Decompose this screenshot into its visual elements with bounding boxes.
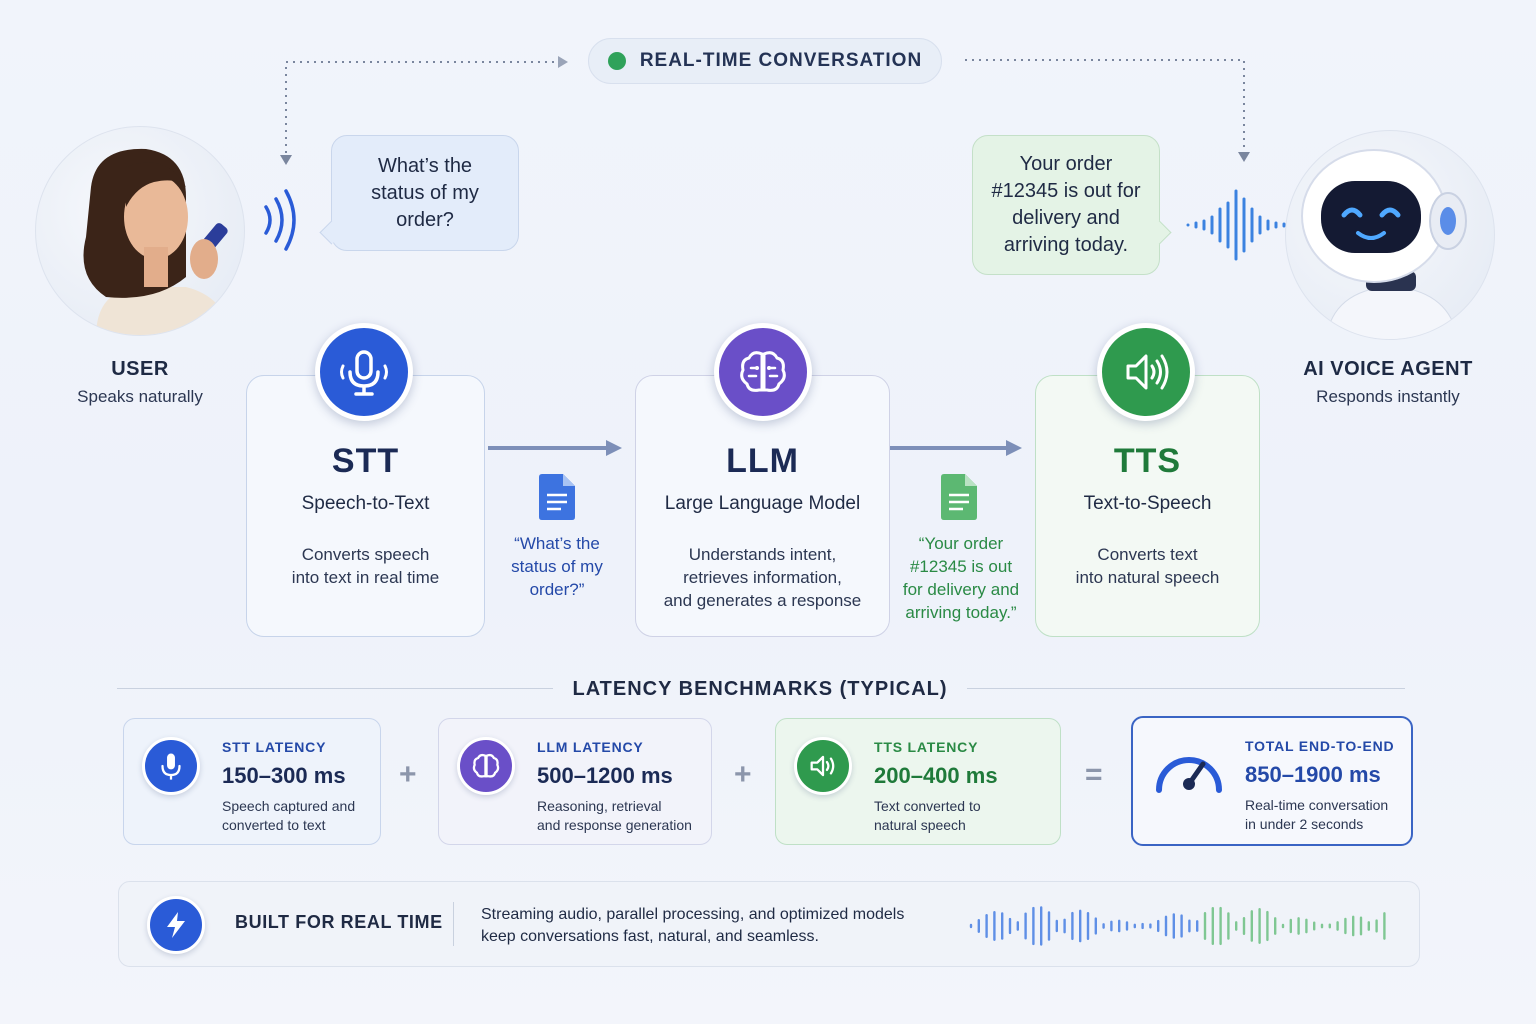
response-text-line: “Your order bbox=[918, 534, 1004, 553]
brain-icon bbox=[714, 323, 812, 421]
tts-latency-card: TTS LATENCY 200–400 ms Text converted to… bbox=[775, 718, 1061, 845]
latency-label: TTS LATENCY bbox=[874, 739, 979, 755]
user-speech-bubble: What’s the status of my order? bbox=[331, 135, 519, 251]
document-icon bbox=[941, 474, 977, 520]
agent-avatar bbox=[1285, 130, 1495, 340]
stage-desc-line: retrieves information, bbox=[683, 568, 842, 587]
realtime-conversation-pill: REAL-TIME CONVERSATION bbox=[588, 38, 942, 84]
live-status-dot bbox=[607, 52, 626, 70]
stage-name: Large Language Model bbox=[664, 493, 861, 514]
stage-desc-line: Converts text bbox=[1097, 545, 1198, 564]
response-text-line: arriving today.” bbox=[905, 603, 1017, 622]
stage-desc-line: into text in real time bbox=[291, 568, 440, 587]
microphone-icon bbox=[315, 323, 413, 421]
transcribed-text-line: status of my bbox=[511, 557, 603, 576]
equals-operator: = bbox=[1085, 758, 1103, 791]
llm-latency-card: LLM LATENCY 500–1200 ms Reasoning, retri… bbox=[438, 718, 712, 845]
latency-desc-line: Reasoning, retrieval bbox=[537, 798, 662, 814]
transcribed-text-line: “What’s the bbox=[514, 534, 600, 553]
stage-desc-line: into natural speech bbox=[1075, 568, 1220, 587]
pill-label: REAL-TIME CONVERSATION bbox=[639, 50, 923, 71]
user-voice-waves-icon bbox=[264, 189, 296, 251]
stt-latency-card: STT LATENCY 150–300 ms Speech captured a… bbox=[123, 718, 381, 845]
latency-desc-line: in under 2 seconds bbox=[1245, 816, 1364, 832]
banner-title: BUILT FOR REAL TIME bbox=[235, 912, 443, 932]
stage-name: Text-to-Speech bbox=[1083, 493, 1212, 514]
response-text-line: #12345 is out bbox=[909, 557, 1013, 576]
user-label-group: USER Speaks naturally bbox=[40, 358, 240, 407]
latency-desc-line: converted to text bbox=[222, 817, 326, 833]
conversation-loop-connector bbox=[280, 56, 1250, 165]
document-icon bbox=[539, 474, 575, 520]
flow-arrow-llm-tts bbox=[890, 440, 1022, 456]
banner-desc-line: Streaming audio, parallel processing, an… bbox=[481, 906, 905, 923]
banner-desc-line: keep conversations fast, natural, and se… bbox=[481, 928, 819, 945]
agent-label-group: AI VOICE AGENT Responds instantly bbox=[1290, 358, 1486, 407]
latency-section-title: LATENCY BENCHMARKS (TYPICAL) bbox=[572, 678, 948, 700]
woman-speaking-illustration bbox=[83, 148, 231, 335]
latency-value: 850–1900 ms bbox=[1245, 762, 1381, 787]
latency-divider-left bbox=[117, 688, 553, 689]
user-subtitle: Speaks naturally bbox=[77, 387, 203, 406]
user-avatar bbox=[35, 126, 245, 336]
total-latency-card: TOTAL END-TO-END 850–1900 ms Real-time c… bbox=[1131, 716, 1413, 846]
agent-speech-bubble: Your order #12345 is out for delivery an… bbox=[972, 135, 1160, 275]
brain-icon bbox=[457, 737, 515, 795]
speaker-icon bbox=[794, 737, 852, 795]
llm-stage-card: LLM Large Language Model Understands int… bbox=[635, 375, 890, 637]
stage-abbr: TTS bbox=[1113, 442, 1182, 480]
built-for-realtime-banner: BUILT FOR REAL TIME Streaming audio, par… bbox=[118, 881, 1420, 967]
plus-operator: + bbox=[399, 758, 417, 791]
agent-title: AI VOICE AGENT bbox=[1303, 358, 1473, 380]
latency-value: 200–400 ms bbox=[874, 763, 998, 788]
latency-divider-right bbox=[967, 688, 1405, 689]
latency-desc-line: Speech captured and bbox=[222, 798, 356, 814]
latency-desc-line: and response generation bbox=[537, 817, 692, 833]
latency-label: TOTAL END-TO-END bbox=[1245, 738, 1395, 754]
banner-divider bbox=[453, 902, 454, 946]
latency-desc-line: Text converted to bbox=[874, 798, 981, 814]
lightning-icon bbox=[147, 896, 205, 954]
speaker-icon bbox=[1097, 323, 1195, 421]
response-text: “Your order #12345 is out for delivery a… bbox=[894, 532, 1028, 624]
stage-desc-line: Understands intent, bbox=[688, 545, 837, 564]
plus-operator: + bbox=[734, 758, 752, 791]
speedometer-icon bbox=[1156, 757, 1222, 793]
stage-desc-line: Converts speech bbox=[301, 545, 430, 564]
stage-abbr: LLM bbox=[726, 442, 799, 480]
flow-arrow-stt-llm bbox=[488, 440, 622, 456]
latency-label: LLM LATENCY bbox=[537, 739, 644, 755]
streaming-waveform-icon bbox=[969, 906, 1386, 946]
latency-value: 500–1200 ms bbox=[537, 763, 673, 788]
transcribed-text: “What’s the status of my order?” bbox=[497, 532, 617, 601]
microphone-icon bbox=[142, 737, 200, 795]
latency-label: STT LATENCY bbox=[222, 739, 327, 755]
response-text-line: for delivery and bbox=[902, 580, 1020, 599]
agent-voice-waveform-icon bbox=[1186, 189, 1294, 261]
user-title: USER bbox=[111, 358, 169, 380]
latency-desc-line: natural speech bbox=[874, 817, 966, 833]
stage-abbr: STT bbox=[331, 442, 400, 480]
robot-illustration bbox=[1301, 149, 1467, 339]
stage-desc-line: and generates a response bbox=[663, 591, 862, 610]
agent-subtitle: Responds instantly bbox=[1316, 387, 1460, 406]
stage-name: Speech-to-Text bbox=[301, 493, 430, 514]
transcribed-text-line: order?” bbox=[529, 580, 585, 599]
latency-value: 150–300 ms bbox=[222, 763, 346, 788]
latency-desc-line: Real-time conversation bbox=[1245, 797, 1389, 813]
